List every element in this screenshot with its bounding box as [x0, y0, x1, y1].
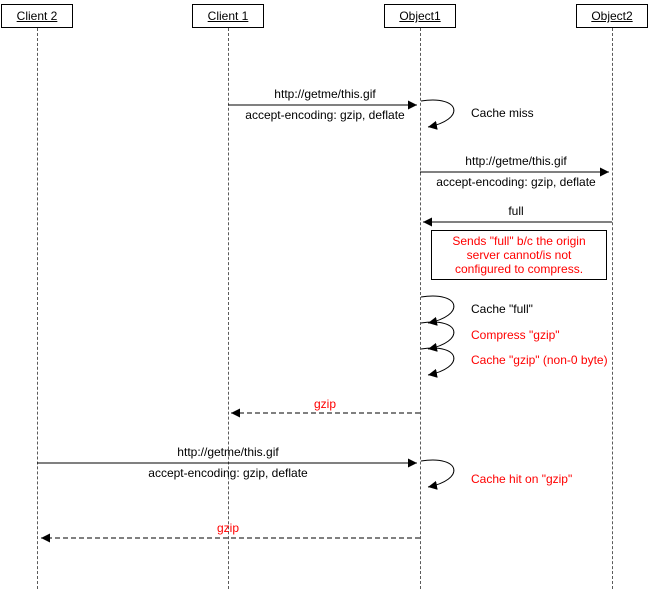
actor-label-object1: Object1 — [399, 9, 441, 23]
label-return-gzip1: gzip — [313, 397, 337, 411]
lifeline-object2 — [612, 28, 613, 589]
label-req1-url: http://getme/this.gif — [274, 87, 376, 101]
actor-label-object2: Object2 — [591, 9, 633, 23]
label-response-full: full — [508, 204, 524, 218]
actor-box-object2: Object2 — [576, 4, 648, 28]
self-loop-cache-full — [420, 295, 455, 326]
actor-label-client2: Client 2 — [16, 9, 58, 23]
self-loop-cache-miss — [420, 99, 455, 130]
label-req2-encoding: accept-encoding: gzip, deflate — [436, 175, 596, 189]
label-cache-hit: Cache hit on "gzip" — [471, 472, 573, 486]
label-req2-url: http://getme/this.gif — [465, 154, 567, 168]
note-origin-server: Sends "full" b/c the origin server canno… — [431, 230, 607, 280]
label-return-gzip2: gzip — [216, 521, 240, 535]
label-req3-encoding: accept-encoding: gzip, deflate — [148, 466, 308, 480]
lifeline-client1 — [228, 28, 229, 589]
actor-box-client2: Client 2 — [1, 4, 73, 28]
label-req3-url: http://getme/this.gif — [177, 445, 279, 459]
label-cache-gzip: Cache "gzip" (non-0 byte) — [471, 353, 608, 367]
label-cache-full: Cache "full" — [471, 302, 533, 316]
self-loop-cache-gzip — [420, 347, 455, 378]
actor-box-object1: Object1 — [384, 4, 456, 28]
self-loop-cache-hit — [420, 459, 455, 490]
lifeline-object1 — [420, 28, 421, 589]
lifeline-client2 — [37, 28, 38, 589]
label-compress-gzip: Compress "gzip" — [471, 328, 560, 342]
label-cache-miss: Cache miss — [471, 106, 534, 120]
actor-box-client1: Client 1 — [192, 4, 264, 28]
self-loop-compress-gzip — [420, 321, 455, 352]
actor-label-client1: Client 1 — [207, 9, 249, 23]
label-req1-encoding: accept-encoding: gzip, deflate — [245, 108, 405, 122]
